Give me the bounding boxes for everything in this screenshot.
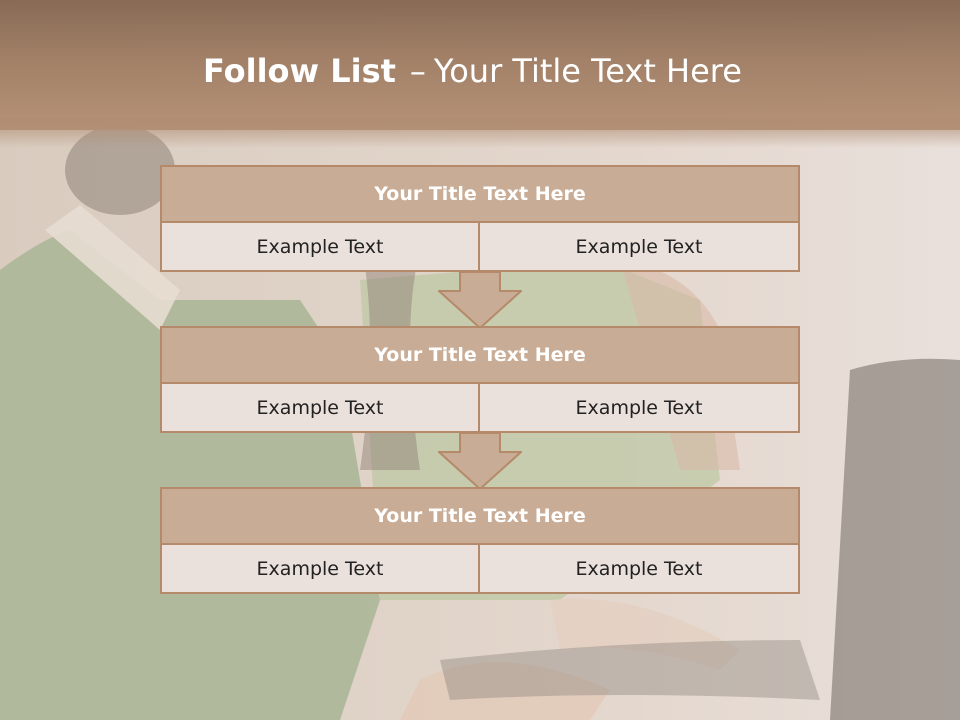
slide-title: Follow List–Your Title Text Here	[0, 52, 945, 90]
block-cell-left: Example Text	[160, 223, 480, 272]
block-cell-left: Example Text	[160, 384, 480, 433]
block-cell-right: Example Text	[480, 223, 800, 272]
slide-title-separator: –	[409, 52, 426, 90]
slide-title-bold: Follow List	[203, 52, 396, 90]
block-row: Example Text Example Text	[160, 223, 800, 272]
block-cell-right: Example Text	[480, 545, 800, 594]
block-row: Example Text Example Text	[160, 545, 800, 594]
down-arrow-icon	[438, 271, 522, 329]
list-block-3: Your Title Text Here Example Text Exampl…	[160, 487, 800, 594]
block-title: Your Title Text Here	[160, 326, 800, 384]
list-block-2: Your Title Text Here Example Text Exampl…	[160, 326, 800, 433]
block-title: Your Title Text Here	[160, 165, 800, 223]
list-block-1: Your Title Text Here Example Text Exampl…	[160, 165, 800, 272]
block-row: Example Text Example Text	[160, 384, 800, 433]
block-cell-right: Example Text	[480, 384, 800, 433]
title-bar	[0, 0, 960, 130]
slide-title-rest: Your Title Text Here	[433, 52, 742, 90]
title-bar-fade	[0, 118, 960, 148]
down-arrow-icon	[438, 432, 522, 490]
block-title: Your Title Text Here	[160, 487, 800, 545]
block-cell-left: Example Text	[160, 545, 480, 594]
